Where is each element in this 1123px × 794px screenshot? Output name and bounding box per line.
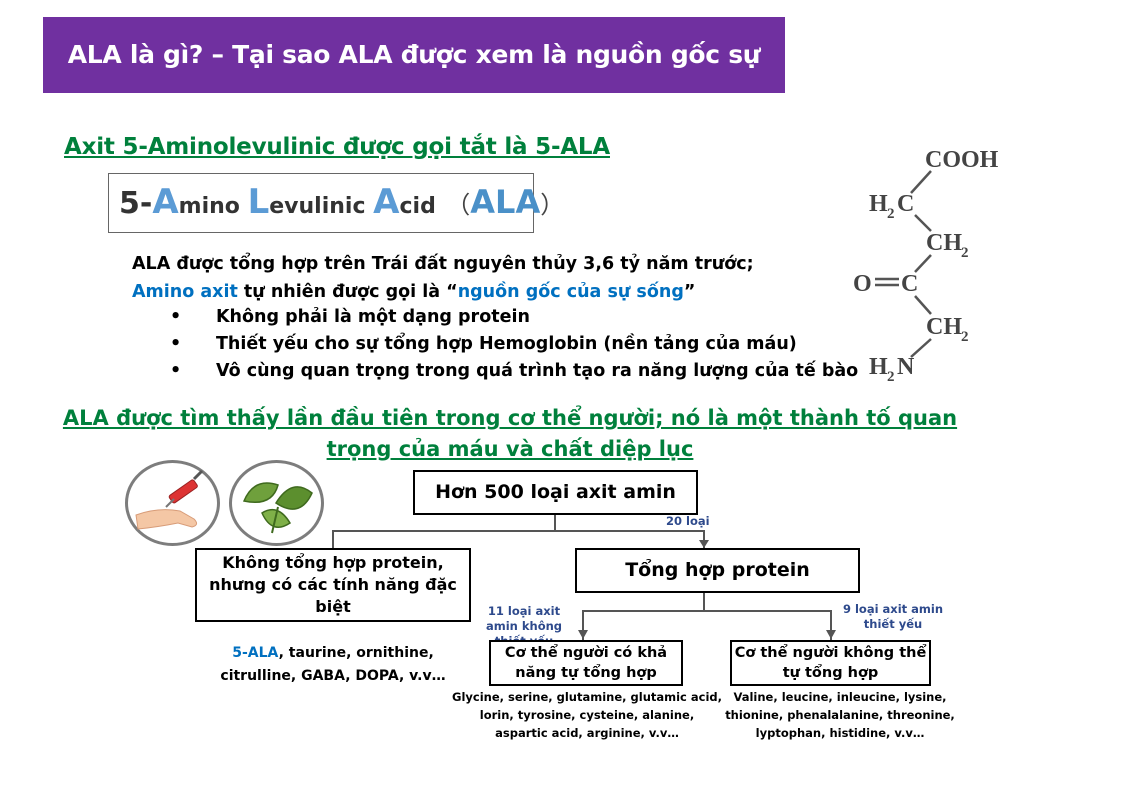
bond	[914, 254, 932, 273]
h2c-c: C	[897, 191, 914, 217]
bullet-list: • Không phải là một dạng protein • Thiết y…	[170, 304, 858, 385]
heading2-line-1: ALA được tìm thấy lần đầu tiên trong cơ …	[62, 406, 958, 430]
arrow-head-icon	[826, 630, 836, 639]
h2n-n: N	[897, 354, 915, 380]
list-item: • Vô cùng quan trọng trong quá trình tạo …	[170, 358, 858, 385]
essential-examples: Valine, leucine, inleucine, lysine, thio…	[725, 690, 955, 740]
section-heading-ala-discovery: ALA được tìm thấy lần đầu tiên trong cơ …	[60, 403, 960, 465]
no-self-synthesis-box: Cơ thể người không thể tự tổng hợp	[730, 640, 931, 686]
connector-line	[554, 515, 556, 531]
bond	[914, 214, 932, 232]
oxygen-label: O	[853, 271, 872, 297]
protein-synthesis-box: Tổng hợp protein	[575, 548, 860, 593]
page-title: ALA là gì? – Tại sao ALA được xem là ngu…	[43, 17, 785, 145]
bond	[914, 295, 932, 315]
injection-arm-drawing	[135, 469, 204, 530]
list-item: • Không phải là một dạng protein	[170, 304, 858, 331]
intro-line-2-close-quote: ”	[683, 282, 696, 302]
ch2-bottom-ch: CH	[926, 314, 962, 340]
label-non-essential: 11 loại axit amin không thiết yếu	[485, 604, 563, 648]
heading2-line-2: trọng của máu và chất diệp lục	[326, 437, 694, 461]
cooh-label: COOH	[925, 147, 999, 173]
ala-logo: 5-Amino Levulinic Acid （ALA）	[108, 173, 564, 233]
h2n-sub: 2	[887, 369, 895, 385]
connector-line	[332, 530, 704, 532]
intro-text: ALA được tổng hợp trên Trái đất nguyên t…	[132, 250, 754, 306]
h2n-h: H	[869, 354, 888, 380]
arrow-head-icon	[578, 630, 588, 639]
amino-acids-root-box: Hơn 500 loại axit amin	[413, 470, 698, 515]
leaf-drawing	[242, 482, 313, 534]
ch2-top-sub: 2	[961, 245, 969, 261]
connector-line	[582, 610, 584, 640]
non-protein-examples: 5-ALA, taurine, ornithine, citrulline, G…	[195, 642, 471, 688]
bullet-dot: •	[170, 361, 182, 381]
leaf-icon	[229, 460, 324, 546]
injection-arm-icon	[125, 460, 220, 546]
ch2-top-ch: CH	[926, 230, 962, 256]
bond	[910, 338, 932, 358]
non-protein-examples-text: , taurine, ornithine, citrulline, GABA, …	[220, 645, 446, 684]
bond	[910, 170, 932, 194]
ch2-bottom-sub: 2	[961, 329, 969, 345]
label-essential: 9 loại axit amin thiết yếu	[842, 602, 944, 631]
self-synthesis-box: Cơ thể người có khả năng tự tổng hợp	[489, 640, 683, 686]
non-essential-examples: Glycine, serine, glutamine, glutamic aci…	[452, 690, 722, 740]
arrow-head-icon	[699, 540, 709, 548]
bullet-text: Không phải là một dạng protein	[216, 307, 530, 327]
ala-molecule-structure: COOH H 2 C CH 2 O C CH 2 H 2 N	[853, 147, 999, 385]
intro-line-1: ALA được tổng hợp trên Trái đất nguyên t…	[132, 254, 754, 274]
bullet-text: Thiết yếu cho sự tổng hợp Hemoglobin (nề…	[216, 334, 797, 354]
label-20-types: 20 loại	[666, 514, 710, 528]
bullet-dot: •	[170, 307, 182, 327]
non-protein-box: Không tổng hợp protein, nhưng có các tín…	[195, 548, 471, 622]
h2c-sub: 2	[887, 206, 895, 222]
bullet-dot: •	[170, 334, 182, 354]
section-heading-ala-definition: Axit 5-Aminolevulinic được gọi tắt là 5-…	[64, 134, 610, 160]
intro-line-2: Amino axit tự nhiên được gọi là “nguồn g…	[132, 278, 754, 306]
connector-line	[703, 530, 705, 548]
amino-axit-highlight: Amino axit	[132, 282, 238, 302]
connector-line	[332, 530, 334, 548]
connector-line	[703, 593, 705, 611]
connector-line	[582, 610, 832, 612]
intro-line-2-text: tự nhiên được gọi là “	[237, 282, 458, 302]
list-item: • Thiết yếu cho sự tổng hợp Hemoglobin (n…	[170, 331, 858, 358]
connector-line	[830, 610, 832, 640]
carbonyl-c-label: C	[901, 271, 918, 297]
origin-of-life-highlight: nguồn gốc của sự sống	[457, 282, 684, 302]
bullet-text: Vô cùng quan trọng trong quá trình tạo r…	[216, 361, 859, 381]
ala-logo-text: 5-Amino Levulinic Acid （ALA）	[119, 182, 565, 222]
ala-highlight: 5-ALA	[232, 645, 279, 661]
h2c-h: H	[869, 191, 888, 217]
